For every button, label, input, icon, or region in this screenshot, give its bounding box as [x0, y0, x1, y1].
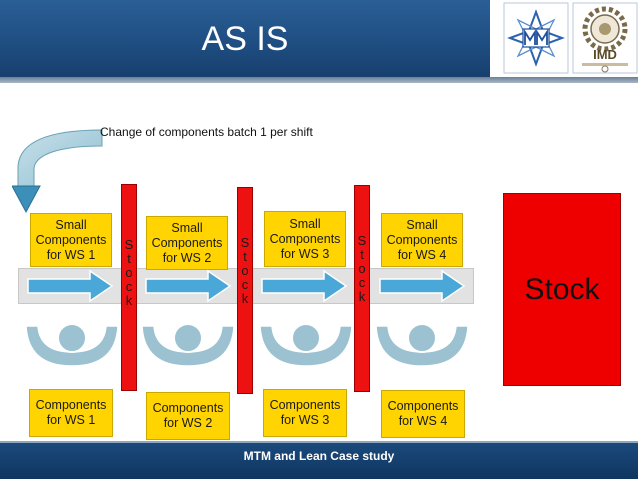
curved-arrow-icon — [12, 129, 103, 214]
stock-buffer-1-label: S t o c k — [124, 237, 134, 308]
worker-ws2-icon — [141, 323, 235, 367]
flow-arrow-ws2 — [145, 269, 232, 303]
stock-buffer-2 — [237, 187, 253, 394]
page-title: AS IS — [201, 20, 289, 58]
components-ws3: Components for WS 3 — [263, 389, 347, 437]
small-components-ws2-label: Small Components for WS 2 — [151, 220, 223, 265]
footer-text: MTM and Lean Case study — [243, 449, 395, 463]
small-components-ws4-label: Small Components for WS 4 — [386, 217, 458, 262]
imd-logo: IMD — [572, 2, 638, 74]
small-components-ws2: Small Components for WS 2 — [146, 216, 228, 270]
components-ws1-label: Components for WS 1 — [35, 398, 107, 427]
small-components-ws1-label: Small Components for WS 1 — [35, 217, 107, 262]
flow-arrow-ws1 — [27, 269, 114, 303]
svg-text:IMD: IMD — [593, 47, 617, 62]
small-components-ws4: Small Components for WS 4 — [381, 213, 463, 267]
components-ws3-label: Components for WS 3 — [269, 398, 341, 427]
components-ws2: Components for WS 2 — [146, 392, 230, 440]
stock-buffer-3-label: S t o c k — [357, 233, 367, 304]
small-components-ws3: Small Components for WS 3 — [264, 211, 346, 267]
mtm-logo — [503, 2, 569, 74]
stock-buffer-2-label: S t o c k — [240, 235, 250, 306]
final-stock: Stock — [503, 193, 621, 386]
caption: Change of components batch 1 per shift — [100, 125, 313, 139]
components-ws4-label: Components for WS 4 — [387, 399, 459, 428]
worker-ws1-icon — [25, 323, 119, 367]
header-bar — [0, 0, 490, 77]
worker-ws3-icon — [259, 323, 353, 367]
flow-arrow-ws4 — [379, 269, 466, 303]
components-ws1: Components for WS 1 — [29, 389, 113, 437]
components-ws4: Components for WS 4 — [381, 390, 465, 438]
stock-buffer-1 — [121, 184, 137, 391]
worker-ws4-icon — [375, 323, 469, 367]
small-components-ws3-label: Small Components for WS 3 — [269, 216, 341, 261]
stock-buffer-3 — [354, 185, 370, 392]
footer-bar — [0, 441, 638, 479]
components-ws2-label: Components for WS 2 — [152, 401, 224, 430]
header-divider — [0, 77, 638, 83]
flow-arrow-ws3 — [261, 269, 348, 303]
small-components-ws1: Small Components for WS 1 — [30, 213, 112, 267]
